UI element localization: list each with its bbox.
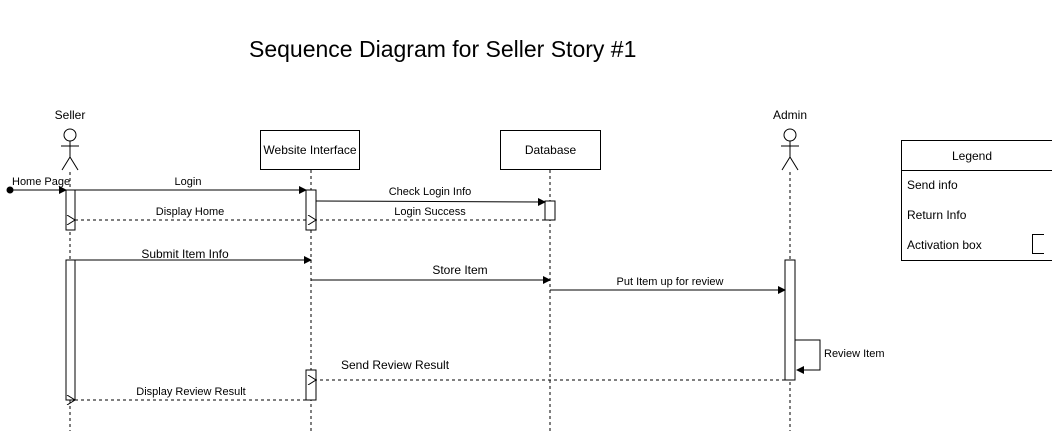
- msg-put-item-label: Put Item up for review: [617, 276, 724, 288]
- activation-admin-1: [784, 259, 796, 381]
- msg-store-item-label: Store Item: [432, 263, 487, 277]
- legend-title: Legend: [951, 149, 993, 163]
- actor-label-seller: Seller: [54, 108, 86, 122]
- msg-send-review-label: Send Review Result: [341, 358, 450, 372]
- msg-review-item-self-arrow: [795, 339, 821, 374]
- msg-check-login-label: Check Login Info: [389, 186, 472, 198]
- activation-database-1: [544, 200, 556, 221]
- msg-submit-item-label: Submit Item Info: [141, 247, 229, 261]
- legend-activation-sample: [1032, 234, 1044, 254]
- msg-display-review-label: Display Review Result: [136, 386, 245, 398]
- msg-check-login-arrow: [315, 197, 546, 206]
- msg-display-home-label: Display Home: [156, 206, 224, 218]
- legend-box: Legend Send info Return Info Activation …: [901, 140, 1052, 261]
- participant-website-interface: Website Interface: [260, 130, 360, 170]
- actor-label-admin: Admin: [772, 108, 808, 122]
- msg-review-item-label: Review Item: [824, 348, 885, 360]
- participant-website-label: Website Interface: [263, 143, 357, 157]
- legend-send-info-label: Send info: [907, 178, 958, 192]
- participant-database-label: Database: [524, 143, 577, 157]
- diagram-title: Sequence Diagram for Seller Story #1: [249, 36, 637, 62]
- msg-home-page-label: Home Page: [12, 176, 70, 188]
- seller-actor-icon: [61, 128, 79, 171]
- legend-activation-box-label: Activation box: [907, 238, 982, 252]
- msg-login-label: Login: [175, 176, 202, 188]
- activation-website-2: [305, 369, 317, 401]
- legend-return-info-label: Return Info: [907, 208, 967, 222]
- activation-seller-1: [65, 189, 76, 231]
- activation-seller-2: [65, 259, 76, 401]
- participant-database: Database: [500, 130, 601, 170]
- activation-website-1: [305, 189, 317, 231]
- admin-actor-icon: [781, 128, 799, 171]
- msg-login-success-label: Login Success: [394, 206, 466, 218]
- legend-divider: [902, 170, 1052, 171]
